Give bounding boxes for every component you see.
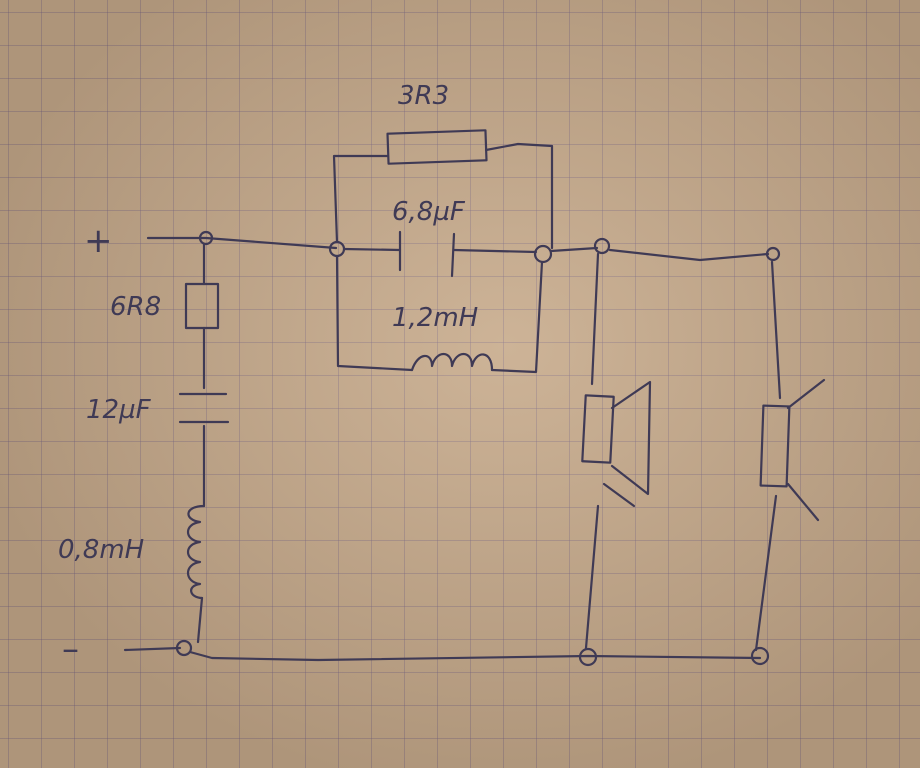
input-wire-top xyxy=(146,236,338,250)
node-output-2 xyxy=(765,246,781,262)
series-resistor-label: 3R3 xyxy=(398,81,449,111)
plus-terminal-label: + xyxy=(84,221,113,261)
node-input-bottom xyxy=(175,639,193,657)
shunt-capacitor-label: 12µF xyxy=(86,395,152,425)
inductor-branch-wire xyxy=(335,254,544,374)
node-input-top xyxy=(198,230,214,246)
shunt-resistor-label: 6R8 xyxy=(110,292,161,322)
series-resistor xyxy=(386,129,488,165)
shunt-capacitor xyxy=(178,392,230,424)
speaker-2-icon xyxy=(759,378,826,522)
shunt-inductor-label: 0,8mH xyxy=(58,535,144,565)
series-inductor-label: 1,2mH xyxy=(392,303,478,333)
shunt-resistor xyxy=(184,282,220,330)
series-inductor xyxy=(410,352,494,372)
resistor-branch-wire xyxy=(332,142,554,250)
minus-terminal-label: – xyxy=(62,629,79,669)
series-capacitor-label: 6,8µF xyxy=(392,197,466,227)
node-return-2 xyxy=(750,646,770,666)
return-wire xyxy=(123,646,762,662)
series-capacitor xyxy=(398,230,456,278)
shunt-wire-4 xyxy=(196,596,204,644)
node-series-right xyxy=(533,244,553,264)
node-output-1 xyxy=(593,237,611,255)
node-return-1 xyxy=(578,647,598,667)
speaker-1-icon xyxy=(581,380,652,508)
speaker-2-wire xyxy=(754,260,782,652)
node-series-left xyxy=(328,240,346,258)
output-wire-top xyxy=(549,246,770,262)
shunt-inductor xyxy=(186,504,206,600)
speaker-1-wire xyxy=(584,252,600,650)
capacitor-branch-wire xyxy=(342,247,538,254)
